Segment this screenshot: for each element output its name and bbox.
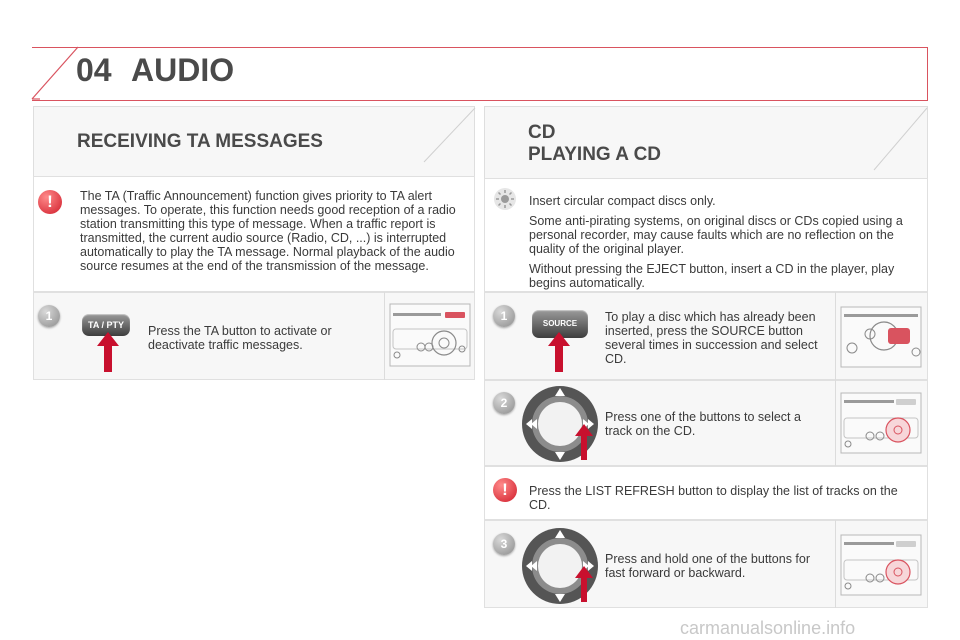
cd-info-paragraph-2: Some anti-pirating systems, on original … xyxy=(529,214,903,256)
chapter-header-frame xyxy=(32,47,928,101)
cd-section-title-2: PLAYING A CD xyxy=(528,144,662,165)
cd-info-paragraph-3: Without pressing the EJECT button, inser… xyxy=(529,262,895,290)
cd-warning-box xyxy=(484,466,928,520)
warning-icon: ! xyxy=(493,478,517,502)
ta-warning-box xyxy=(33,176,475,292)
cd-info-text: Insert circular compact discs only. Some… xyxy=(529,194,921,296)
chapter-number: 04 xyxy=(76,52,112,88)
direction-pad-icon[interactable] xyxy=(520,384,600,464)
cd-step2-divider xyxy=(835,380,836,466)
red-arrow-up-icon xyxy=(548,332,570,372)
step-number-1: 1 xyxy=(38,305,60,327)
info-sun-icon xyxy=(494,188,516,210)
step-number-1: 1 xyxy=(493,305,515,327)
red-arrow-up-icon xyxy=(575,424,593,460)
direction-pad-icon[interactable] xyxy=(520,526,600,606)
ta-title-fold xyxy=(423,107,476,163)
cd-step1-divider xyxy=(835,292,836,380)
warning-icon: ! xyxy=(38,190,62,214)
red-arrow-up-icon xyxy=(97,332,119,372)
cd-title-fold xyxy=(873,107,928,171)
cd-info-box xyxy=(484,178,928,292)
radio-pad-illustration xyxy=(840,534,922,596)
cd-step2-text: Press one of the buttons to select a tra… xyxy=(605,410,801,438)
footer-watermark-url[interactable]: carmanualsonline.info xyxy=(680,618,856,638)
cd-section-title-1: CD xyxy=(528,122,556,143)
cd-step3-text: Press and hold one of the buttons for fa… xyxy=(605,552,810,580)
ta-step1-divider xyxy=(384,292,385,380)
cd-step1-text: To play a disc which has already been in… xyxy=(605,310,818,366)
radio-panel-illustration xyxy=(389,303,471,367)
red-arrow-up-icon xyxy=(575,566,593,602)
cd-warning-text: Press the LIST REFRESH button to display… xyxy=(529,484,898,512)
chapter-title: AUDIO xyxy=(131,52,235,88)
step-number-3: 3 xyxy=(493,533,515,555)
step-number-2: 2 xyxy=(493,392,515,414)
radio-pad-illustration xyxy=(840,392,922,454)
cd-info-paragraph-1: Insert circular compact discs only. xyxy=(529,194,716,208)
header-diagonal-line xyxy=(31,46,79,100)
ta-section-title: RECEIVING TA MESSAGES xyxy=(77,131,323,152)
ta-pty-button[interactable]: TA / PTY xyxy=(82,314,130,336)
ta-warning-text: The TA (Traffic Announcement) function g… xyxy=(80,189,456,273)
radio-source-illustration xyxy=(840,306,922,368)
ta-step1-text: Press the TA button to activate or deact… xyxy=(148,324,332,352)
cd-step3-divider xyxy=(835,520,836,608)
